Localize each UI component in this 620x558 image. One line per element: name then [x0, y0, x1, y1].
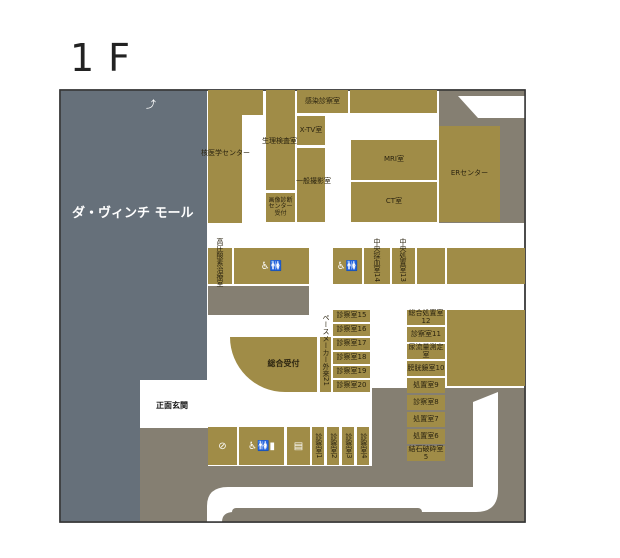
room-label: 核医学センター: [201, 149, 250, 157]
room-label: 中央処置室13: [399, 238, 407, 282]
room-exam2[interactable]: 診察室2: [327, 427, 339, 465]
room-er[interactable]: ERセンター: [439, 126, 500, 222]
room-unnamed: [417, 248, 445, 284]
floor-title: 1F: [70, 36, 145, 80]
room-treatment9[interactable]: 処置室9: [407, 378, 445, 393]
room-physio[interactable]: [266, 90, 295, 190]
room-exam19[interactable]: 診察室19: [333, 366, 370, 378]
room-unnamed: [447, 310, 525, 386]
room-lithotripsy5[interactable]: 結石破砕室5: [407, 444, 445, 461]
room-hyperbaric[interactable]: [208, 248, 232, 284]
room-treatment6[interactable]: 処置室6: [407, 429, 445, 444]
room-exam16[interactable]: 診察室16: [333, 324, 370, 336]
room-exam17[interactable]: 診察室17: [333, 338, 370, 350]
entrance-label: 正面玄関: [156, 401, 188, 410]
parking: [232, 508, 422, 522]
room-unnamed: [350, 90, 437, 113]
room-exam11[interactable]: 診察室11: [407, 327, 445, 342]
road: [207, 392, 498, 522]
reception-label: 総合受付: [267, 359, 300, 369]
room-exam1[interactable]: 診察室1: [312, 427, 324, 465]
room-treatment7[interactable]: 処置室7: [407, 412, 445, 427]
room-label: ペースメーカー外来21: [322, 314, 330, 386]
room-exam20[interactable]: 診察室20: [333, 380, 370, 392]
room-uroflow[interactable]: 尿流量測定室: [407, 342, 445, 359]
restroom-icon: ♿🚻: [333, 248, 362, 284]
room-mri[interactable]: MRI室: [351, 140, 437, 180]
service-area-mid: [208, 286, 309, 315]
room-exam18[interactable]: 診察室18: [333, 352, 370, 364]
room-xtv[interactable]: X-TV室: [297, 116, 325, 145]
mall-area: [60, 90, 207, 380]
mall-label: ダ・ヴィンチ モール: [72, 206, 194, 221]
room-infection[interactable]: 感染診察室: [297, 90, 348, 113]
restroom-icon: ♿🚻: [234, 248, 309, 284]
room-nuclear[interactable]: [208, 90, 242, 223]
room-general-xray[interactable]: [297, 148, 325, 222]
room-blood[interactable]: [364, 248, 390, 284]
room-exam4[interactable]: 診察室4: [357, 427, 369, 465]
room-label: 中央採血室14: [373, 238, 381, 282]
er-driveway: [458, 96, 525, 118]
restroom-icon: ♿🚻▮: [239, 427, 284, 465]
room-label: 一般撮影室: [296, 177, 331, 185]
room-ct[interactable]: CT室: [351, 182, 437, 222]
room-treatment12[interactable]: 総合処置室12: [407, 308, 445, 325]
mall-area-lower: [60, 380, 140, 522]
room-cysto10[interactable]: 膀胱鏡室10: [407, 361, 445, 376]
no-smoking-icon: ⊘: [208, 427, 237, 465]
room-pacemaker[interactable]: [320, 337, 331, 392]
room-imaging-reception[interactable]: 画像診断センター受付: [266, 193, 295, 222]
room-unnamed: [447, 248, 525, 284]
room-label: 高圧酸素治療室: [216, 238, 224, 287]
room-exam15[interactable]: 診察室15: [333, 310, 370, 322]
room-treatment13[interactable]: [392, 248, 415, 284]
room-label: 生理検査室: [262, 137, 297, 145]
room-exam8[interactable]: 診察室8: [407, 395, 445, 410]
escalator-icon: ⤴: [146, 100, 156, 111]
room-exam3[interactable]: 診察室3: [342, 427, 354, 465]
vending-icon: ▤: [287, 427, 310, 465]
